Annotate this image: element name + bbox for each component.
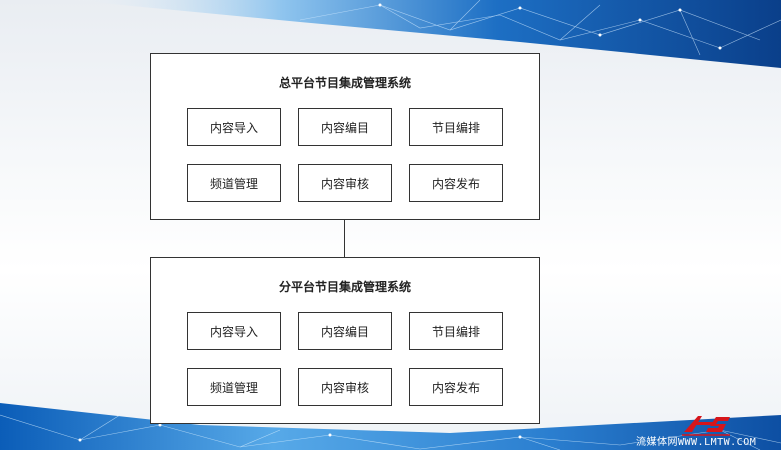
top-module-program-scheduling[interactable]: 节目编排 <box>409 108 503 146</box>
sub-module-content-review[interactable]: 内容审核 <box>298 368 392 406</box>
top-platform-panel: 总平台节目集成管理系统 内容导入 内容编目 节目编排 频道管理 内容审核 内容发… <box>150 53 540 220</box>
sub-platform-panel: 分平台节目集成管理系统 内容导入 内容编目 节目编排 频道管理 内容审核 内容发… <box>150 257 540 424</box>
top-platform-title: 总平台节目集成管理系统 <box>278 76 411 90</box>
top-module-content-review[interactable]: 内容审核 <box>298 164 392 202</box>
sub-platform-title: 分平台节目集成管理系统 <box>278 280 411 294</box>
top-module-content-import[interactable]: 内容导入 <box>187 108 281 146</box>
top-module-content-cataloging[interactable]: 内容编目 <box>298 108 392 146</box>
watermark-text: 流媒体网WWW.LMTW.COM <box>636 437 757 448</box>
sub-module-content-import[interactable]: 内容导入 <box>187 312 281 350</box>
top-module-channel-management[interactable]: 频道管理 <box>187 164 281 202</box>
background-network-bottom <box>0 403 781 450</box>
sub-module-program-scheduling[interactable]: 节目编排 <box>409 312 503 350</box>
sub-module-channel-management[interactable]: 频道管理 <box>187 368 281 406</box>
sub-module-content-cataloging[interactable]: 内容编目 <box>298 312 392 350</box>
sub-module-content-publishing[interactable]: 内容发布 <box>409 368 503 406</box>
connector-line <box>344 219 345 257</box>
background-network-top <box>70 0 781 68</box>
company-logo-icon <box>682 416 730 436</box>
top-module-content-publishing[interactable]: 内容发布 <box>409 164 503 202</box>
